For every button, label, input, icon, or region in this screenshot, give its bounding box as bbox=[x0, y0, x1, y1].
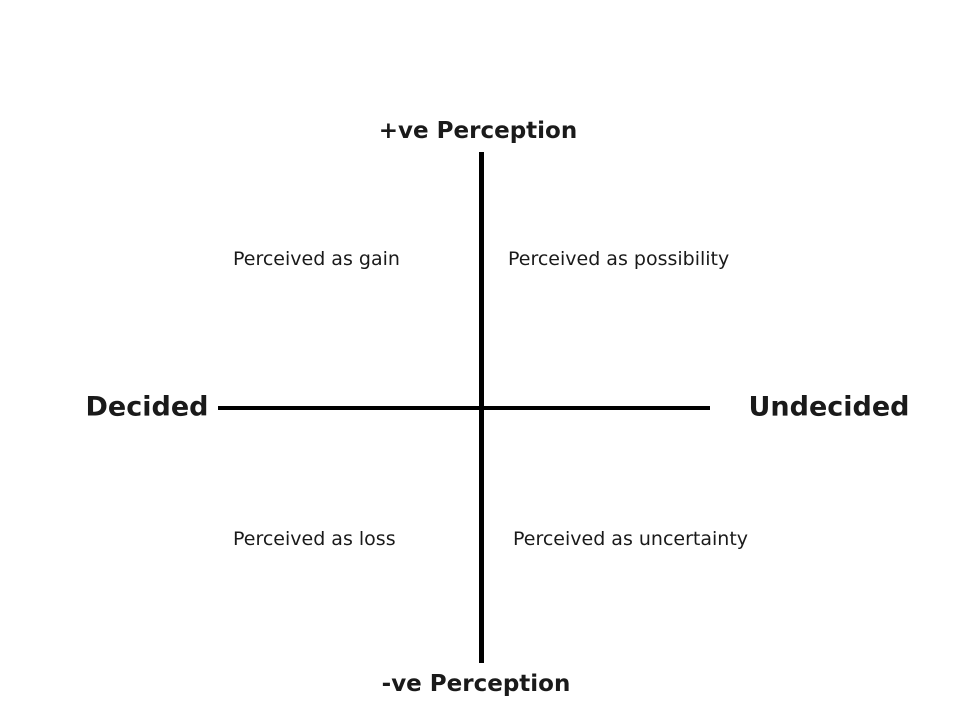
quadrant-label-top-left: Perceived as gain bbox=[233, 248, 400, 270]
quadrant-label-top-right: Perceived as possibility bbox=[508, 248, 730, 270]
quadrant-label-bottom-right: Perceived as uncertainty bbox=[513, 528, 749, 550]
axis-label-decided: Decided bbox=[85, 391, 209, 423]
axis-label-undecided: Undecided bbox=[748, 391, 910, 423]
axis-label-negative-perception: -ve Perception bbox=[381, 671, 571, 697]
horizontal-axis-line bbox=[218, 406, 710, 410]
quadrant-label-bottom-left: Perceived as loss bbox=[233, 528, 396, 550]
axis-label-positive-perception: +ve Perception bbox=[378, 118, 578, 144]
